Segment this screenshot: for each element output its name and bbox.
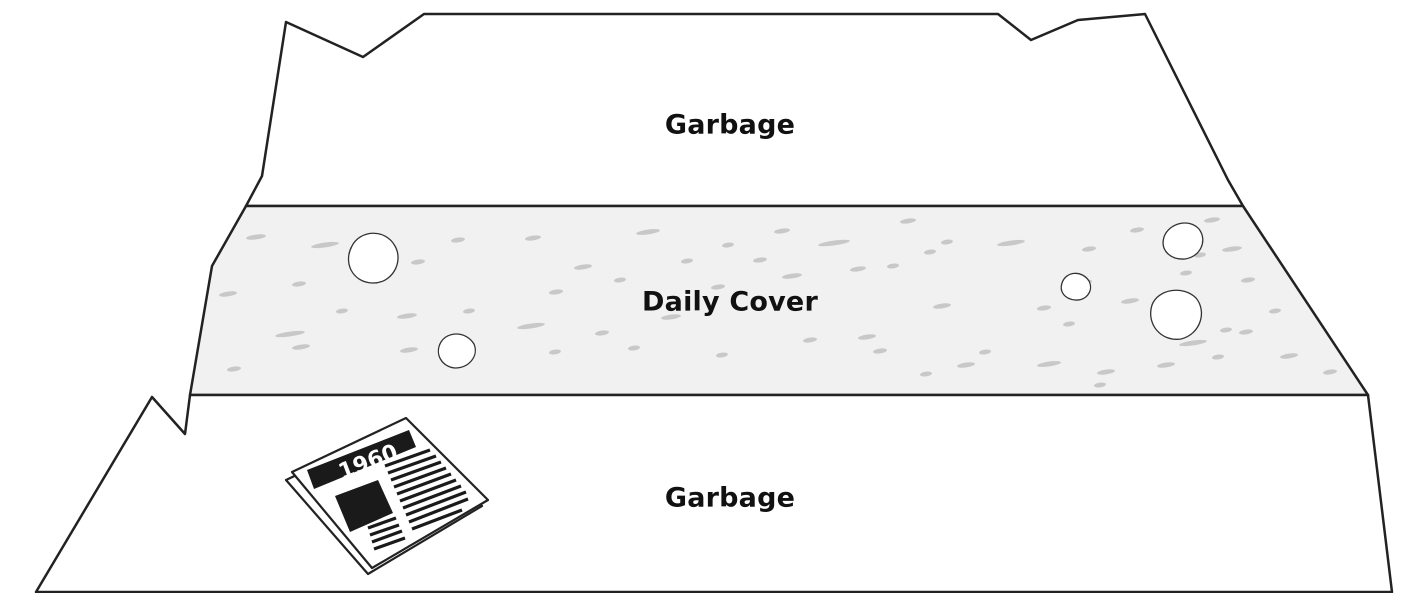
top-layer-label: Garbage [665,110,795,141]
bottom-layer-label: Garbage [665,483,795,514]
pebble [438,334,475,368]
pebble [1163,223,1203,259]
pebble [349,233,399,283]
pebble [1151,290,1202,339]
pebble [1061,273,1090,300]
middle-layer-label: Daily Cover [642,287,818,318]
